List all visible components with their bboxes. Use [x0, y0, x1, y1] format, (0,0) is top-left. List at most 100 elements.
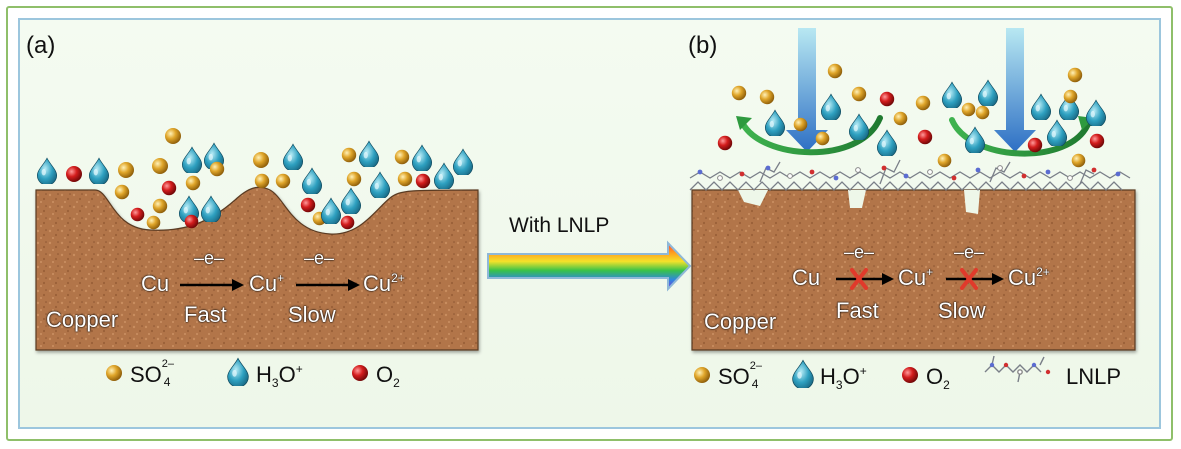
- hydronium-icon: [876, 129, 898, 156]
- cu-species-b: Cu: [792, 265, 821, 290]
- hydronium-icon: [977, 79, 999, 106]
- reaction-arrows-a: [180, 279, 360, 291]
- cu-plus-species-a: Cu+: [249, 271, 285, 296]
- lnlp-atoms: [697, 165, 1121, 181]
- hydronium-icon: [88, 157, 110, 184]
- sulfate-icon: [759, 89, 775, 105]
- hydronium-icon: [764, 109, 786, 136]
- sulfate-icon: [731, 85, 747, 101]
- sulfate-icon: [275, 173, 291, 189]
- hydronium-icon: [1030, 93, 1052, 120]
- sulfate-icon: [118, 162, 134, 178]
- rate-slow-a: Slow: [288, 302, 336, 327]
- sulfate-icon: [793, 117, 808, 132]
- red-x-icon: [960, 268, 978, 290]
- legend-hydronium-a: H3O+: [256, 362, 303, 390]
- sulfate-icon: [346, 171, 362, 187]
- legend-oxygen-b: O2: [926, 364, 950, 392]
- sulfate-icon: [961, 102, 976, 117]
- sulfate-icon: [975, 105, 990, 120]
- oxygen-icon: [917, 129, 933, 145]
- oxygen-icon: [1089, 133, 1105, 149]
- hydronium-icon: [1085, 99, 1107, 126]
- hydronium-icon: [820, 93, 842, 120]
- copper-label-a: Copper: [46, 307, 119, 332]
- hydronium-icon: [200, 195, 222, 222]
- panel-a-label: (a): [26, 32, 56, 59]
- hydronium-icon: [301, 167, 323, 194]
- electron-loss-2-b: –e–: [954, 242, 985, 262]
- sulfate-icon: [152, 198, 168, 214]
- hydronium-icon: [848, 113, 870, 140]
- hydronium-icon: [282, 143, 304, 170]
- sulfate-icon: [1067, 67, 1083, 83]
- oxygen-icon: [717, 135, 733, 151]
- sulfate-icon: [694, 367, 710, 383]
- legend-lnlp: LNLP: [1066, 364, 1122, 389]
- molecule-icon: [984, 355, 1051, 383]
- red-x-icon: [850, 268, 868, 290]
- cu-2plus-species-b: Cu2+: [1008, 265, 1050, 290]
- sulfate-icon: [394, 149, 410, 165]
- hydronium-icon: [320, 197, 342, 224]
- copper-block-a: [35, 186, 479, 351]
- legend-oxygen-a: O2: [376, 362, 400, 390]
- transition-arrow: [487, 240, 692, 292]
- rate-fast-a: Fast: [184, 302, 227, 327]
- oxygen-icon: [66, 166, 82, 182]
- sulfate-icon: [915, 95, 931, 111]
- sulfate-icon: [152, 158, 168, 174]
- hydronium-icon: [941, 81, 963, 108]
- oxygen-icon: [352, 365, 368, 381]
- sulfate-icon: [106, 365, 122, 381]
- sulfate-icon: [815, 131, 830, 146]
- cu-species-a: Cu: [141, 271, 170, 296]
- electron-loss-1-b: –e–: [844, 242, 875, 262]
- hydronium-icon: [181, 146, 203, 173]
- sulfate-icon: [146, 215, 161, 230]
- cu-2plus-species-a: Cu2+: [363, 271, 405, 296]
- legend-hydronium-b: H3O+: [820, 364, 867, 392]
- oxygen-icon: [300, 197, 316, 213]
- oxygen-icon: [902, 367, 918, 383]
- copper-label-b: Copper: [704, 309, 777, 334]
- sulfate-icon: [341, 147, 357, 163]
- panel-b-label: (b): [688, 32, 718, 59]
- transition-label: With LNLP: [509, 214, 610, 237]
- hydronium-icon: [340, 187, 362, 214]
- oxygen-icon: [161, 180, 177, 196]
- sulfate-icon: [397, 171, 413, 187]
- hydronium-icon: [411, 144, 433, 171]
- oxygen-icon: [1027, 137, 1043, 153]
- electron-loss-1-a: –e–: [194, 248, 225, 268]
- rate-fast-b: Fast: [836, 298, 879, 323]
- hydronium-icon: [1046, 119, 1068, 146]
- rate-slow-b: Slow: [938, 298, 986, 323]
- sulfate-icon: [114, 184, 130, 200]
- sulfate-icon: [1063, 89, 1078, 104]
- hydronium-icon: [358, 140, 380, 167]
- hydronium-icon: [227, 357, 249, 386]
- sulfate-icon: [851, 86, 867, 102]
- lnlp-film: [689, 159, 1131, 191]
- sulfate-icon: [253, 152, 269, 168]
- oxygen-icon: [879, 91, 895, 107]
- sulfate-icon: [893, 111, 908, 126]
- sulfate-icon: [937, 153, 952, 168]
- oxygen-icon: [130, 207, 145, 222]
- hydronium-icon: [452, 148, 474, 175]
- sulfate-icon: [827, 63, 843, 79]
- incoming-attack-arrows: [786, 28, 1036, 152]
- oxygen-icon: [184, 214, 199, 229]
- repelled-arcs: [739, 115, 1091, 157]
- hydronium-icon: [433, 162, 455, 189]
- sulfate-icon: [209, 161, 225, 177]
- hydronium-icon: [36, 157, 58, 184]
- copper-block-b: [691, 189, 1136, 351]
- hydronium-icon: [369, 171, 391, 198]
- sulfate-icon: [185, 175, 201, 191]
- electron-loss-2-a: –e–: [304, 248, 335, 268]
